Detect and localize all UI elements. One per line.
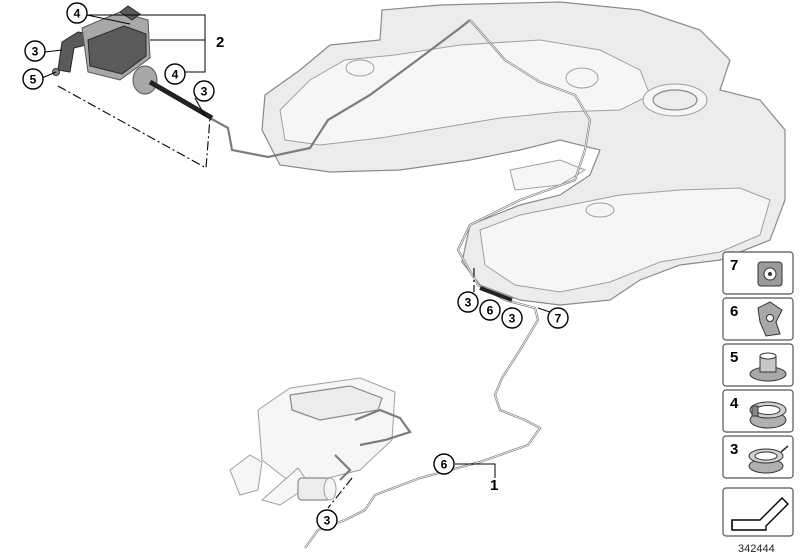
assembly-outline-pump xyxy=(57,85,211,169)
leader-4-bottom xyxy=(185,40,206,73)
legend-item-3: 3 xyxy=(722,435,794,479)
callout-5-pump-side: 5 xyxy=(22,68,44,90)
diagram-id: 342444 xyxy=(738,543,775,555)
leader-7 xyxy=(537,307,551,313)
grommet-icon xyxy=(749,352,787,382)
svg-text:5: 5 xyxy=(730,349,738,366)
svg-text:6: 6 xyxy=(441,458,448,472)
assembly-outline-canister xyxy=(327,477,353,509)
hose-segment-short xyxy=(479,286,513,302)
callout-3-mid-b: 3 xyxy=(501,307,523,329)
callout-6-mid: 6 xyxy=(479,299,501,321)
legend-arrow-box xyxy=(722,487,794,537)
leader-6-lower xyxy=(455,463,496,478)
legend-item-5: 5 xyxy=(722,343,794,387)
spring-clamp-icon xyxy=(748,445,789,474)
clip-holder-icon xyxy=(757,261,783,287)
svg-text:6: 6 xyxy=(730,303,738,320)
callout-6-lower: 6 xyxy=(433,453,455,475)
callout-3-mid-a: 3 xyxy=(457,291,479,313)
svg-text:3: 3 xyxy=(201,85,208,99)
parts-legend: 7 6 5 xyxy=(722,251,794,537)
svg-text:5: 5 xyxy=(30,73,37,87)
svg-text:3: 3 xyxy=(730,441,738,458)
fuel-tank xyxy=(261,1,786,306)
pipe-clip-icon xyxy=(757,301,783,337)
label-assembly-2: 2 xyxy=(216,34,224,51)
svg-text:4: 4 xyxy=(730,395,739,412)
svg-text:4: 4 xyxy=(74,7,81,21)
svg-text:6: 6 xyxy=(487,304,494,318)
svg-text:3: 3 xyxy=(324,514,331,528)
leader-4-top-b xyxy=(86,14,131,25)
fuel-line-1 xyxy=(304,286,542,549)
svg-text:3: 3 xyxy=(465,296,472,310)
callout-7-mid: 7 xyxy=(547,307,569,329)
legend-item-6: 6 xyxy=(722,297,794,341)
callout-3-pump-hose: 3 xyxy=(193,80,215,102)
vent-line-upper xyxy=(209,19,592,301)
hose-clamp-icon xyxy=(749,401,787,429)
leader-3-side xyxy=(44,49,63,53)
leader-4-top xyxy=(87,14,206,41)
carbon-canister xyxy=(229,377,412,506)
svg-text:4: 4 xyxy=(172,68,179,82)
callout-4-top: 4 xyxy=(66,2,88,24)
label-line-1: 1 xyxy=(490,477,498,494)
leader-3-hose xyxy=(194,97,206,117)
legend-item-7: 7 xyxy=(722,251,794,295)
callout-3-pump-side: 3 xyxy=(24,40,46,62)
callout-4-bottom: 4 xyxy=(164,63,186,85)
svg-text:7: 7 xyxy=(730,257,738,274)
callout-3-lower: 3 xyxy=(316,509,338,531)
leader-5-side xyxy=(41,71,57,79)
assembly-arrow-icon xyxy=(731,497,789,531)
svg-text:3: 3 xyxy=(509,312,516,326)
svg-text:3: 3 xyxy=(32,45,39,59)
leak-diagnosis-pump xyxy=(52,5,214,121)
legend-item-4: 4 xyxy=(722,389,794,433)
svg-text:7: 7 xyxy=(555,312,562,326)
